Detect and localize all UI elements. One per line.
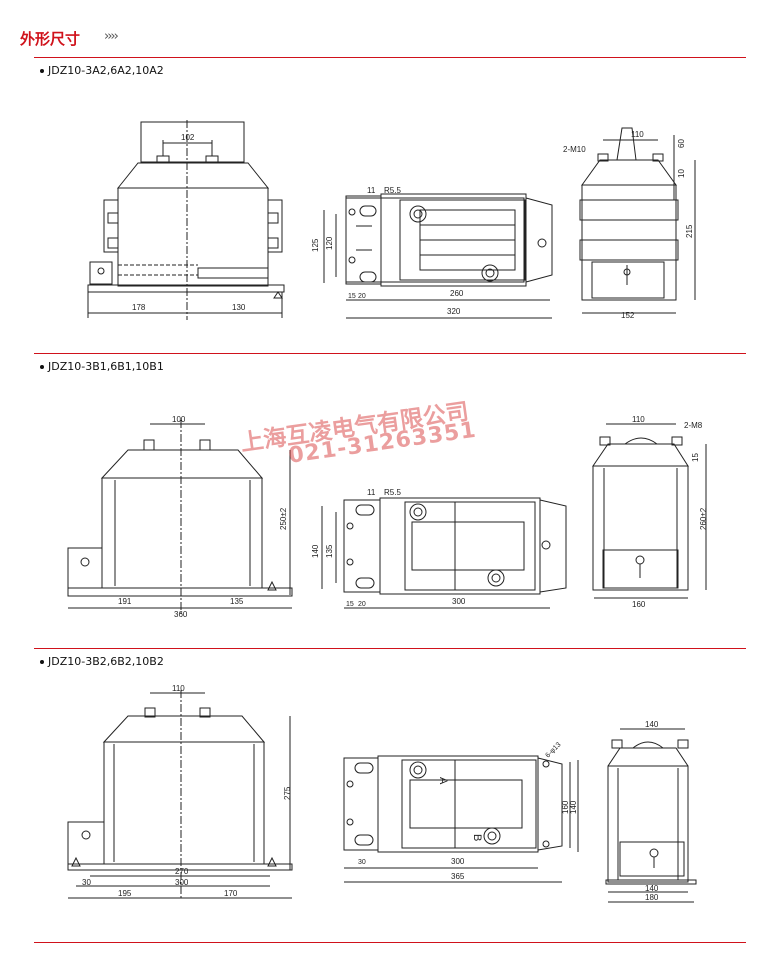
dim-text: 195 xyxy=(118,889,132,898)
dim-text: 120 xyxy=(325,236,334,250)
divider-red xyxy=(34,648,746,649)
dim-text: 110 xyxy=(172,684,185,693)
dim-text: 300 xyxy=(451,857,465,866)
dim-text: 15 xyxy=(348,293,356,300)
plan-view-2 xyxy=(321,497,567,609)
model-label-3: JDZ10-3B2,6B2,10B2 xyxy=(40,655,164,668)
dim-text: 11 xyxy=(367,186,376,195)
divider-red xyxy=(34,353,746,354)
dim-text: 152 xyxy=(621,311,635,320)
plan-view-1 xyxy=(323,193,553,319)
dim-text: 275 xyxy=(283,786,292,800)
model-label-2: JDZ10-3B1,6B1,10B1 xyxy=(40,360,164,373)
bullet-icon xyxy=(40,660,44,664)
dim-text: 140 xyxy=(645,884,659,893)
dim-text: 15 xyxy=(691,453,700,462)
dim-text: 180 xyxy=(645,893,659,902)
dim-text: 135 xyxy=(230,597,244,606)
front-view-1 xyxy=(87,120,285,320)
section-header: 外形尺寸 ›››› xyxy=(20,28,750,58)
dim-text: 20 xyxy=(358,293,366,300)
dim-text: 300 xyxy=(452,597,466,606)
side-view-1 xyxy=(579,127,696,314)
dim-text: 130 xyxy=(232,303,246,312)
dim-text: 2-M8 xyxy=(684,421,703,430)
dim-text: 191 xyxy=(118,597,132,606)
dim-text: 360 xyxy=(174,610,188,619)
dim-text: 365 xyxy=(451,872,465,881)
dim-text: 110 xyxy=(632,415,645,424)
divider-red xyxy=(34,942,746,943)
dim-text: 140 xyxy=(569,800,578,814)
dim-text: 15 xyxy=(346,601,354,608)
dim-text: 135 xyxy=(325,544,334,558)
side-view-3 xyxy=(605,728,697,903)
bullet-icon xyxy=(40,365,44,369)
chevron-icon: ›››› xyxy=(104,29,119,44)
dim-text: 30 xyxy=(358,859,366,866)
dim-text: 10 xyxy=(677,169,686,178)
front-view-3 xyxy=(67,690,293,900)
dim-text: 102 xyxy=(181,133,195,142)
dim-text: 270 xyxy=(175,867,189,876)
dim-text: 125 xyxy=(311,238,320,252)
dim-text: 215 xyxy=(685,224,694,238)
plan-view-3 xyxy=(343,755,579,883)
dim-text: 260±2 xyxy=(699,507,708,530)
dim-text: 2-M10 xyxy=(563,145,586,154)
label-b: B xyxy=(471,834,483,841)
dim-text: 140 xyxy=(311,544,320,558)
dim-text: 110 xyxy=(631,130,644,139)
dim-text: 170 xyxy=(224,889,238,898)
dim-text: 320 xyxy=(447,307,461,316)
side-view-2 xyxy=(592,423,707,599)
bullet-icon xyxy=(40,69,44,73)
dim-text: 160 xyxy=(632,600,646,609)
dim-text: 100 xyxy=(172,415,186,424)
label-a: A xyxy=(437,777,449,785)
front-view-2 xyxy=(67,420,293,615)
dim-text: R5.5 xyxy=(384,488,401,497)
page-title: 外形尺寸 xyxy=(20,30,81,48)
dim-text: 11 xyxy=(367,488,376,497)
dim-text: 300 xyxy=(175,878,189,887)
divider-red xyxy=(34,57,746,58)
model-label-1: JDZ10-3A2,6A2,10A2 xyxy=(40,64,164,77)
dim-text: 178 xyxy=(132,303,146,312)
dim-text: 60 xyxy=(677,139,686,148)
dim-text: 140 xyxy=(645,720,659,729)
dim-text: R5.5 xyxy=(384,186,401,195)
dim-text: 260 xyxy=(450,289,464,298)
dim-text: 250±2 xyxy=(279,507,288,530)
dim-text: 30 xyxy=(82,878,91,887)
dim-text: 20 xyxy=(358,601,366,608)
dim-text: 6-φ13 xyxy=(544,741,562,759)
dim-text: 160 xyxy=(561,800,570,814)
